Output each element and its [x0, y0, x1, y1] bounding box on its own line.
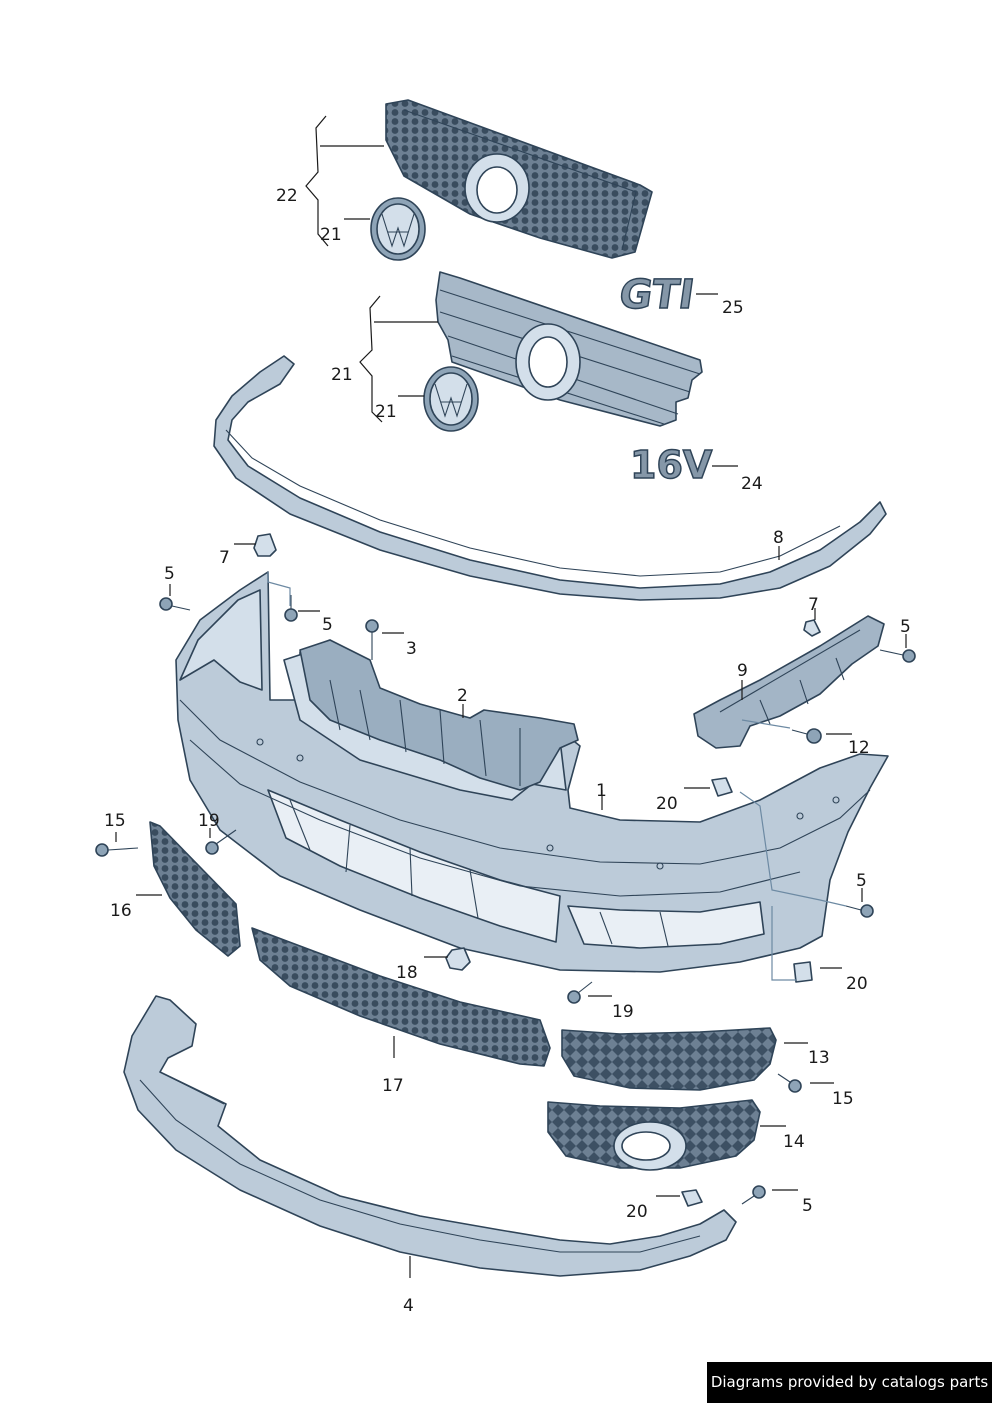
- upper-trim-strip: [213, 355, 887, 601]
- gti-badge: GTI: [616, 271, 698, 318]
- screw-5d: [845, 904, 874, 918]
- fasteners: [95, 533, 916, 1207]
- lower-spoiler: [123, 995, 737, 1277]
- callout-20c: 20: [626, 1202, 648, 1222]
- screw-3: [365, 619, 379, 660]
- screw-5c: [879, 649, 916, 663]
- slat-grille: [435, 271, 703, 427]
- callout-20b: 20: [846, 974, 868, 994]
- callout-12: 12: [848, 738, 870, 758]
- leader-lines: [115, 145, 907, 1278]
- callout-8: 8: [773, 528, 784, 548]
- right-lower-grille: [561, 1027, 777, 1091]
- screw-5a: [159, 597, 191, 611]
- screw-12: [791, 728, 822, 744]
- callout-7b: 7: [808, 595, 819, 615]
- fog-lamp-grille: [547, 1099, 761, 1171]
- left-side-grille: [149, 821, 241, 957]
- callout-19b: 19: [612, 1002, 634, 1022]
- callout-1: 1: [596, 781, 607, 801]
- assembly-guide-lines: [267, 572, 847, 981]
- callout-3: 3: [406, 639, 417, 659]
- callout-9: 9: [737, 661, 748, 681]
- speed-nut-20b: [793, 961, 813, 983]
- side-bracket: [693, 615, 885, 749]
- callout-5d: 5: [856, 871, 867, 891]
- upper-honeycomb-grille: [385, 99, 653, 259]
- callout-18: 18: [396, 963, 418, 983]
- vw-emblem-upper: [370, 197, 426, 261]
- center-lower-grille: [251, 927, 551, 1067]
- callout-2: 2: [457, 686, 468, 706]
- callout-13: 13: [808, 1048, 830, 1068]
- callout-4: 4: [403, 1296, 414, 1316]
- clip-7a: [253, 533, 277, 557]
- sixteen-v-badge: 16V: [629, 442, 713, 488]
- speed-nut-20c: [681, 1189, 703, 1207]
- nut-18: [445, 947, 471, 971]
- callout-20a: 20: [656, 794, 678, 814]
- callout-5c: 5: [900, 617, 911, 637]
- screw-5b: [284, 595, 298, 622]
- callout-19a: 19: [198, 811, 220, 831]
- callout-5a: 5: [164, 564, 175, 584]
- sixteen-v-badge-text: 16V: [630, 443, 713, 487]
- callout-5e: 5: [802, 1196, 813, 1216]
- group-brackets: [305, 115, 383, 423]
- callout-15a: 15: [104, 811, 126, 831]
- callout-7a: 7: [219, 548, 230, 568]
- callout-17: 17: [382, 1076, 404, 1096]
- screw-19b: [567, 981, 593, 1004]
- callout-16: 16: [110, 901, 132, 921]
- screw-5e: [741, 1185, 766, 1205]
- vw-emblem-lower: [423, 366, 479, 432]
- callout-25: 25: [722, 298, 744, 318]
- screw-19a: [205, 829, 237, 855]
- clip-7b: [803, 619, 821, 637]
- screw-15b: [777, 1073, 802, 1093]
- callout-21-upper: 21: [320, 225, 342, 245]
- callout-5b: 5: [322, 615, 333, 635]
- callout-14: 14: [783, 1132, 805, 1152]
- screw-15a: [95, 843, 139, 857]
- callout-23: 22: [276, 186, 298, 206]
- grille-mounting-bracket: [299, 639, 579, 791]
- catalog-credit-banner: Diagrams provided by catalogs parts: [707, 1362, 992, 1403]
- callout-21-lower: 21: [375, 402, 397, 422]
- callout-labels: 22 21 25 21 21 24 8 7 5 5 3 7 5 2 9 12 1…: [104, 186, 911, 1316]
- gti-badge-text: GTI: [616, 272, 697, 318]
- callout-15b: 15: [832, 1089, 854, 1109]
- callout-24: 24: [741, 474, 763, 494]
- callout-22: 21: [331, 365, 353, 385]
- speed-nut-20a: [711, 777, 733, 797]
